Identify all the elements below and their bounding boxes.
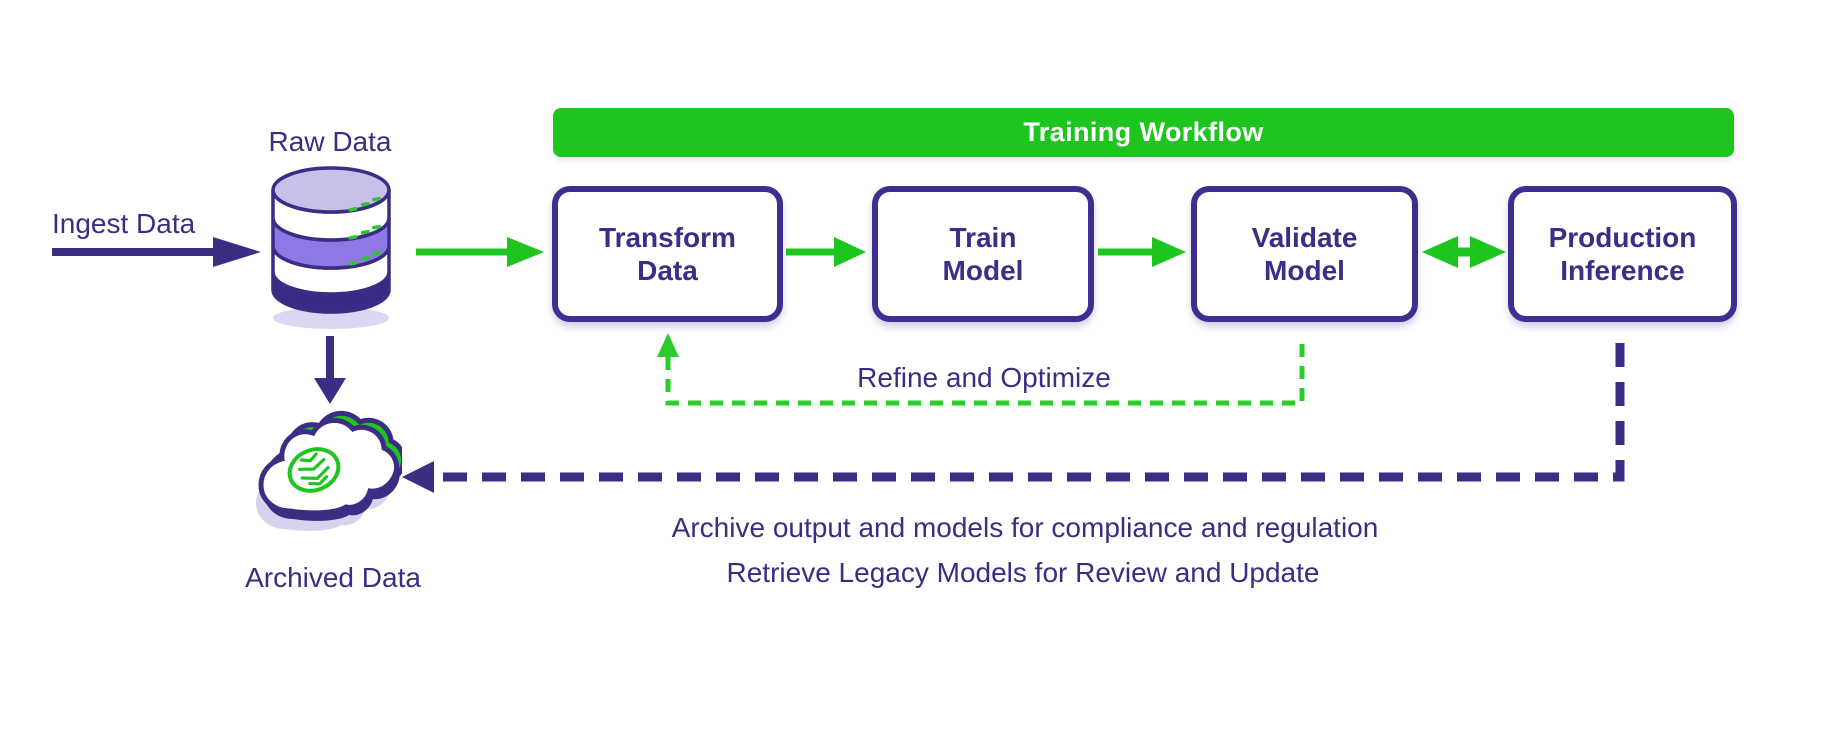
archive-return-arrow-icon	[402, 343, 1625, 493]
archive-note-line2: Retrieve Legacy Models for Review and Up…	[726, 557, 1320, 588]
node-production-inference: Production Inference	[1508, 186, 1737, 322]
archive-cloud-icon	[256, 411, 402, 531]
node-label-line: Train	[949, 222, 1017, 253]
ingest-arrow-icon	[52, 237, 261, 267]
archived-data-label: Archived Data	[245, 562, 421, 593]
training-workflow-title: Training Workflow	[1023, 117, 1264, 147]
ingest-data-label: Ingest Data	[52, 208, 196, 239]
node-label-line: Model	[1264, 255, 1345, 286]
node-label-line: Transform	[599, 222, 736, 253]
node-label-line: Inference	[1560, 255, 1685, 286]
flow-arrow-train-validate-icon	[1098, 237, 1186, 267]
refine-optimize-label: Refine and Optimize	[857, 362, 1111, 393]
refine-loop-arrow-icon	[657, 333, 1305, 406]
node-label-line: Model	[942, 255, 1024, 286]
database-icon	[271, 166, 391, 329]
flow-arrow-db-transform-icon	[416, 237, 544, 267]
db-led-dashes	[348, 196, 381, 212]
raw-data-label: Raw Data	[268, 126, 392, 157]
node-label-line: Data	[637, 255, 698, 286]
flow-arrow-transform-train-icon	[786, 237, 866, 267]
double-arrow-validate-production-icon	[1422, 236, 1506, 268]
node-label-line: Production	[1548, 222, 1697, 253]
node-validate-model: Validate Model	[1191, 186, 1418, 322]
node-transform-data: Transform Data	[552, 186, 783, 322]
archive-note-line1: Archive output and models for compliance…	[671, 512, 1379, 543]
leaf-logo-icon	[287, 447, 341, 493]
db-to-archive-arrow-icon	[314, 336, 346, 404]
node-label-line: Validate	[1251, 222, 1358, 253]
node-train-model: Train Model	[872, 186, 1094, 322]
training-workflow-banner: Training Workflow	[553, 108, 1734, 157]
